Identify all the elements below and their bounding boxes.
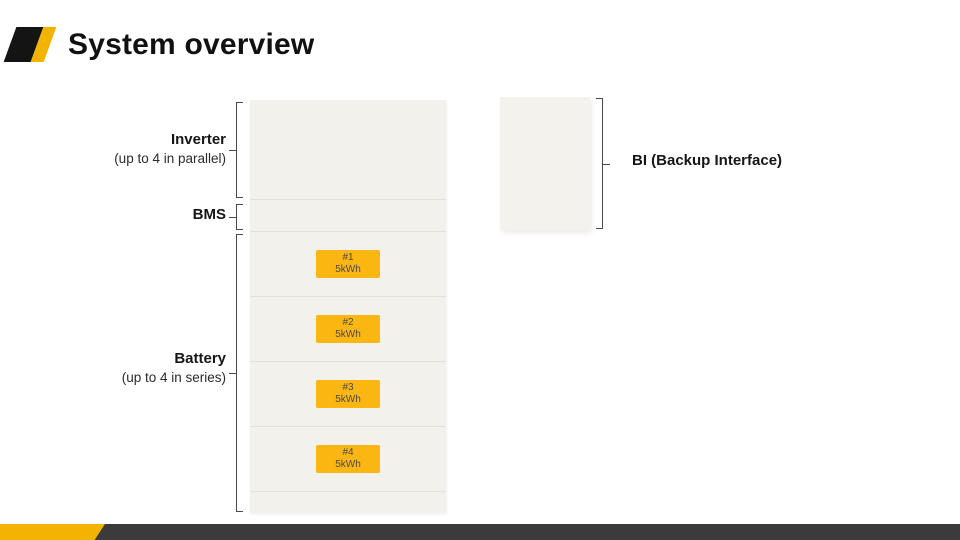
battery-section-3: #3 5kWh [250, 362, 446, 427]
battery-section-2: #2 5kWh [250, 297, 446, 362]
inverter-label-group: Inverter (up to 4 in parallel) [28, 130, 226, 168]
battery-sublabel: (up to 4 in series) [121, 370, 226, 386]
bms-section [250, 200, 446, 232]
battery-label-group: Battery (up to 4 in series) [28, 349, 226, 387]
footer-bar [0, 524, 960, 540]
system-stack: #1 5kWh #2 5kWh #3 5kWh #4 5kWh [250, 100, 446, 513]
bms-label: BMS [192, 206, 226, 223]
inverter-sublabel: (up to 4 in parallel) [114, 151, 226, 167]
page-title: System overview [68, 28, 315, 61]
battery-module-id: #4 [342, 446, 354, 458]
battery-label: Battery [174, 350, 226, 367]
battery-module-badge-1: #1 5kWh [316, 250, 380, 278]
battery-module-badge-2: #2 5kWh [316, 315, 380, 343]
battery-module-badge-3: #3 5kWh [316, 380, 380, 408]
battery-module-capacity: 5kWh [335, 459, 361, 470]
bi-label: BI (Backup Interface) [632, 152, 783, 169]
bi-bracket [596, 98, 610, 229]
inverter-section [250, 100, 446, 200]
bi-unit [500, 97, 590, 230]
bms-bracket [229, 204, 243, 230]
footer-accent-parallelogram-icon [0, 524, 105, 540]
battery-section-1: #1 5kWh [250, 232, 446, 297]
battery-module-id: #3 [342, 381, 354, 393]
inverter-bracket [229, 102, 243, 198]
battery-module-id: #1 [342, 251, 354, 263]
battery-module-id: #2 [342, 316, 354, 328]
battery-section-4: #4 5kWh [250, 427, 446, 492]
battery-module-capacity: 5kWh [335, 329, 361, 340]
bms-label-group: BMS [28, 205, 226, 225]
battery-module-capacity: 5kWh [335, 264, 361, 275]
inverter-label: Inverter [170, 131, 226, 148]
battery-module-badge-4: #4 5kWh [316, 445, 380, 473]
battery-bracket [229, 234, 243, 512]
stack-base-section [250, 492, 446, 512]
battery-module-capacity: 5kWh [335, 394, 361, 405]
